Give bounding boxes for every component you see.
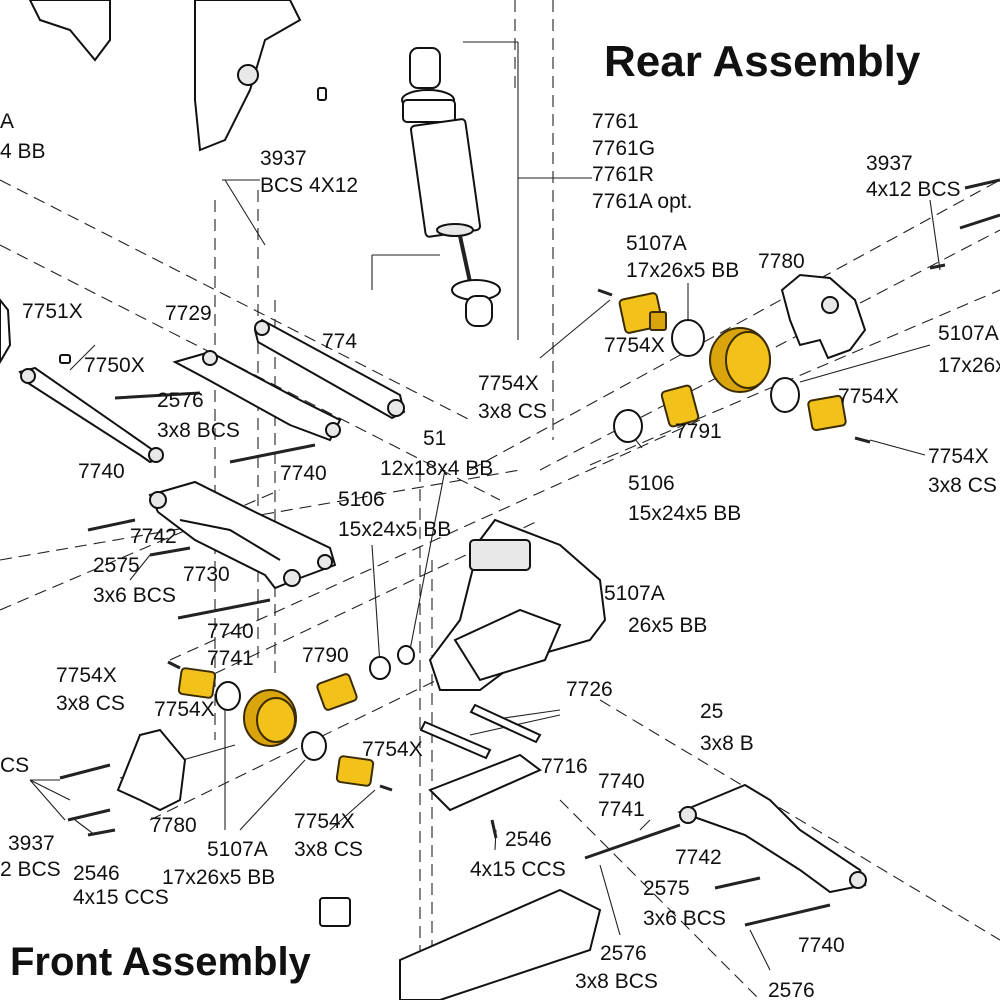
label-2576-c: 2576	[768, 979, 815, 1000]
label-7740-c: 7740	[207, 620, 254, 643]
label-51-cut: 51	[423, 427, 446, 450]
lower-arm-part	[148, 480, 337, 590]
part-labels: A 4 BB 3937 BCS 4X12 7761 7761G 7761R 77…	[0, 110, 1000, 1000]
label-5107a-r1: 5107A	[626, 232, 687, 255]
label-25-cut: 25	[700, 700, 723, 723]
label-3x8cs-b: 3x8 CS	[478, 400, 547, 423]
label-7761g: 7761G	[592, 137, 655, 160]
label-7754x-b: 7754X	[478, 372, 539, 395]
label-7742-b: 7742	[675, 846, 722, 869]
label-a-top: A	[0, 110, 14, 133]
label-3x8bcs-a: 3x8 BCS	[157, 419, 240, 442]
center-chassis-part	[428, 518, 607, 691]
label-3x8cs-e: 3x8 CS	[56, 692, 125, 715]
label-7742-a: 7742	[130, 525, 177, 548]
label-15x24-a: 15x24x5 BB	[628, 502, 741, 525]
label-7740-a: 7740	[78, 460, 125, 483]
label-7726: 7726	[566, 678, 613, 701]
label-2546-b: 2546	[73, 862, 120, 885]
label-7740-b: 7740	[280, 462, 327, 485]
label-7780-r: 7780	[758, 250, 805, 273]
rear-hub-carrier-part	[28, 0, 302, 152]
label-5106-a: 5106	[628, 472, 675, 495]
chassis-brace-part	[0, 298, 12, 364]
label-7740-e: 7740	[798, 934, 845, 957]
label-3x8cs-h: 3x8 CS	[294, 838, 363, 861]
front-lower-arm-part	[677, 783, 867, 894]
rear-diff-cover-part	[780, 273, 867, 360]
label-5106-b: 5106	[338, 488, 385, 511]
label-3x6bcs-b: 3x6 BCS	[643, 907, 726, 930]
label-2546-a: 2546	[505, 828, 552, 851]
rear-differential-part	[613, 292, 847, 443]
label-7754x-e: 7754X	[56, 664, 117, 687]
rear-assembly-title: Rear Assembly	[604, 37, 921, 86]
label-7750x: 7750X	[84, 354, 145, 377]
label-2575-b: 2575	[643, 877, 690, 900]
label-3x8b-cut: 3x8 B	[700, 732, 754, 755]
label-7754x-d: 7754X	[928, 445, 989, 468]
label-7754x-g: 7754X	[362, 738, 423, 761]
upper-arm-part	[172, 350, 342, 442]
label-cs-cut: CS	[0, 754, 29, 777]
front-assembly-title: Front Assembly	[10, 940, 312, 984]
label-15x24-b: 15x24x5 BB	[338, 518, 451, 541]
label-17x26-r1: 17x26x5 BB	[626, 259, 739, 282]
label-7791: 7791	[675, 420, 722, 443]
label-7790: 7790	[302, 644, 349, 667]
shock-absorber-part	[401, 47, 501, 327]
screws-and-pins	[59, 87, 1000, 927]
label-7741-c: 7741	[207, 647, 254, 670]
label-3x8cs-d: 3x8 CS	[928, 474, 997, 497]
label-7780-f: 7780	[150, 814, 197, 837]
label-7751x: 7751X	[22, 300, 83, 323]
label-4x15ccs-a: 4x15 CCS	[470, 858, 566, 881]
label-12x18: 12x18x4 BB	[380, 457, 493, 480]
label-2575-a: 2575	[93, 554, 140, 577]
front-differential-part	[177, 645, 415, 787]
label-7761a: 7761A opt.	[592, 190, 692, 213]
camber-link-part	[253, 318, 406, 420]
label-7740-d: 7740	[598, 770, 645, 793]
label-4bb: 4 BB	[0, 140, 46, 163]
label-2576-a: 2576	[157, 389, 204, 412]
label-4x12bcs: 4x12 BCS	[866, 178, 961, 201]
label-3937-r: 3937	[866, 152, 913, 175]
label-774-cut: 774	[322, 330, 357, 353]
label-5107a-r2: 5107A	[938, 322, 999, 345]
label-7754x-c: 7754X	[838, 385, 899, 408]
label-7761: 7761	[592, 110, 639, 133]
label-26x5-c: 26x5 BB	[628, 614, 707, 637]
label-3937-f: 3937	[8, 832, 55, 855]
label-3937-top: 3937	[260, 147, 307, 170]
label-7741-d: 7741	[598, 798, 645, 821]
chassis-link-part	[419, 703, 542, 760]
label-7754x-h: 7754X	[294, 810, 355, 833]
label-17x26-f: 17x26x5 BB	[162, 866, 275, 889]
label-7730: 7730	[183, 563, 230, 586]
label-17x26-r2: 17x26x	[938, 354, 1000, 377]
label-5107a-c: 5107A	[604, 582, 665, 605]
label-bcs4x12: BCS 4X12	[260, 174, 358, 197]
label-4x15ccs-b: 4x15 CCS	[73, 886, 169, 909]
label-3x6bcs-a: 3x6 BCS	[93, 584, 176, 607]
label-2bcs: 2 BCS	[0, 858, 61, 881]
label-7754x-f: 7754X	[154, 698, 215, 721]
skid-plate-part	[319, 753, 602, 1000]
label-7754x-a: 7754X	[604, 334, 665, 357]
label-3x8bcs-b: 3x8 BCS	[575, 970, 658, 993]
label-7716: 7716	[541, 755, 588, 778]
label-5107a-f: 5107A	[207, 838, 268, 861]
label-7761r: 7761R	[592, 163, 654, 186]
label-2576-b: 2576	[600, 942, 647, 965]
label-7729: 7729	[165, 302, 212, 325]
front-diff-cover-part	[116, 728, 187, 812]
toe-link-part	[18, 366, 165, 464]
